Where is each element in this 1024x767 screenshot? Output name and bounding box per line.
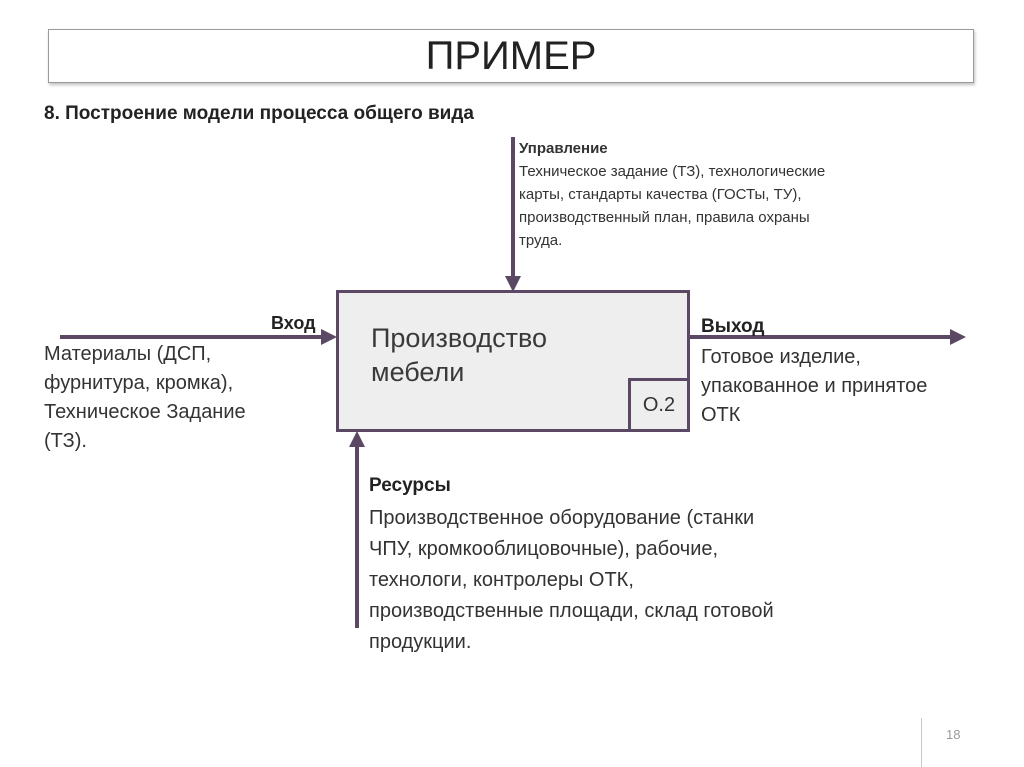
control-heading: Управление — [519, 140, 608, 157]
input-text-line: фурнитура, кромка), — [44, 372, 234, 394]
node-id-box: О.2 — [628, 378, 690, 432]
input-heading: Вход — [271, 313, 316, 333]
resources-text-line: ЧПУ, кромкооблицовочные), рабочие, — [369, 538, 719, 560]
process-label: Производство мебели — [371, 321, 547, 389]
input-arrowhead — [321, 329, 337, 345]
control-text-line: производственный план, правила охраны — [519, 209, 810, 226]
output-text-line: упакованное и принятое — [701, 375, 928, 397]
input-text-line: Материалы (ДСП, — [44, 343, 212, 365]
input-text-line: (ТЗ). — [44, 430, 87, 452]
resources-text-line: технологи, контролеры ОТК, — [369, 569, 634, 591]
control-label-block: Управление Техническое задание (ТЗ), тех… — [519, 137, 825, 252]
input-text-block: Материалы (ДСП, фурнитура, кромка), Техн… — [44, 340, 246, 456]
output-text-block: Готовое изделие, упакованное и принятое … — [701, 343, 927, 430]
process-label-line: Производство — [371, 323, 548, 353]
output-text-line: ОТК — [701, 404, 741, 426]
resources-text-block: Производственное оборудование (станки ЧП… — [369, 503, 774, 658]
resource-arrowhead — [349, 431, 365, 447]
slide-title: ПРИМЕР — [425, 33, 597, 78]
input-text-line: Техническое Задание — [44, 401, 246, 423]
control-text-line: карты, стандарты качества (ГОСТы, ТУ), — [519, 186, 802, 203]
output-text-line: Готовое изделие, — [701, 346, 861, 368]
page-number-divider — [921, 718, 922, 767]
output-heading: Выход — [701, 316, 765, 337]
control-text-line: Техническое задание (ТЗ), технологически… — [519, 163, 826, 180]
resources-heading: Ресурсы — [369, 475, 451, 496]
control-arrowhead — [505, 276, 521, 292]
control-text-line: труда. — [519, 232, 563, 249]
resources-text-line: производственные площади, склад готовой — [369, 600, 774, 622]
node-id: О.2 — [642, 393, 676, 416]
resources-text-line: Производственное оборудование (станки — [369, 507, 755, 529]
section-subtitle: 8. Построение модели процесса общего вид… — [44, 103, 474, 124]
title-box: ПРИМЕР — [48, 29, 974, 83]
output-arrowhead — [950, 329, 966, 345]
resources-text-line: продукции. — [369, 631, 472, 653]
page-number: 18 — [946, 727, 961, 742]
process-label-line: мебели — [371, 357, 465, 387]
process-box: Производство мебели О.2 — [336, 290, 690, 432]
